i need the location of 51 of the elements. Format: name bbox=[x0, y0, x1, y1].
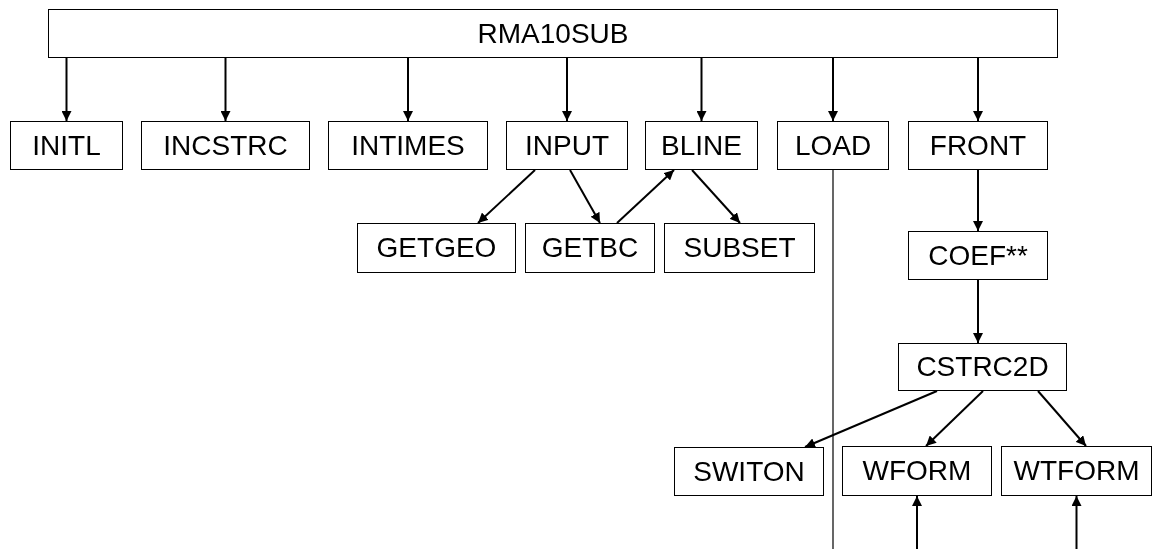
box-label: INPUT bbox=[525, 129, 609, 162]
arrow bbox=[973, 169, 983, 232]
arrow bbox=[691, 169, 741, 224]
arrow bbox=[925, 390, 984, 447]
arrow bbox=[1037, 390, 1087, 447]
process-box bbox=[898, 343, 1067, 391]
process-box bbox=[357, 223, 516, 273]
arrow bbox=[912, 495, 922, 549]
process-box bbox=[674, 447, 824, 496]
box-label: INITL bbox=[32, 129, 101, 162]
box-label: GETBC bbox=[541, 232, 639, 264]
connector-line bbox=[832, 169, 834, 549]
box-label: INCSTRC bbox=[163, 129, 288, 162]
process-box bbox=[141, 121, 310, 170]
arrow bbox=[569, 169, 601, 224]
process-box bbox=[645, 121, 758, 170]
arrow bbox=[403, 57, 413, 122]
process-box bbox=[10, 121, 123, 170]
arrow bbox=[61, 57, 72, 122]
box-label: WTFORM bbox=[1013, 455, 1140, 487]
box-label: GETGEO bbox=[376, 232, 497, 264]
process-box bbox=[328, 121, 488, 170]
arrow bbox=[616, 169, 675, 224]
box-label: RMA10SUB bbox=[477, 17, 629, 50]
arrow bbox=[220, 57, 231, 122]
box-label: SWITON bbox=[693, 455, 805, 488]
box-label: INTIMES bbox=[351, 129, 465, 162]
box-label: FRONT bbox=[929, 129, 1027, 162]
box-label: LOAD bbox=[794, 129, 872, 162]
process-box bbox=[1001, 446, 1152, 496]
arrow bbox=[973, 57, 983, 122]
process-box bbox=[48, 9, 1058, 58]
arrow bbox=[804, 390, 938, 448]
box-label: COEF** bbox=[928, 239, 1028, 272]
box-label: BLINE bbox=[661, 129, 742, 162]
process-box bbox=[777, 121, 889, 170]
arrow bbox=[828, 57, 838, 122]
arrow bbox=[1071, 495, 1082, 549]
arrow bbox=[696, 57, 707, 122]
arrow bbox=[477, 169, 536, 224]
process-box bbox=[664, 223, 815, 273]
box-label: WFORM bbox=[862, 455, 972, 487]
box-label: CSTRC2D bbox=[916, 351, 1049, 383]
process-box bbox=[908, 121, 1048, 170]
arrow bbox=[973, 279, 983, 344]
box-label: SUBSET bbox=[683, 232, 796, 264]
process-box bbox=[506, 121, 628, 170]
arrow bbox=[562, 57, 572, 122]
process-box bbox=[842, 446, 992, 496]
process-box bbox=[908, 231, 1048, 280]
process-box bbox=[525, 223, 655, 273]
